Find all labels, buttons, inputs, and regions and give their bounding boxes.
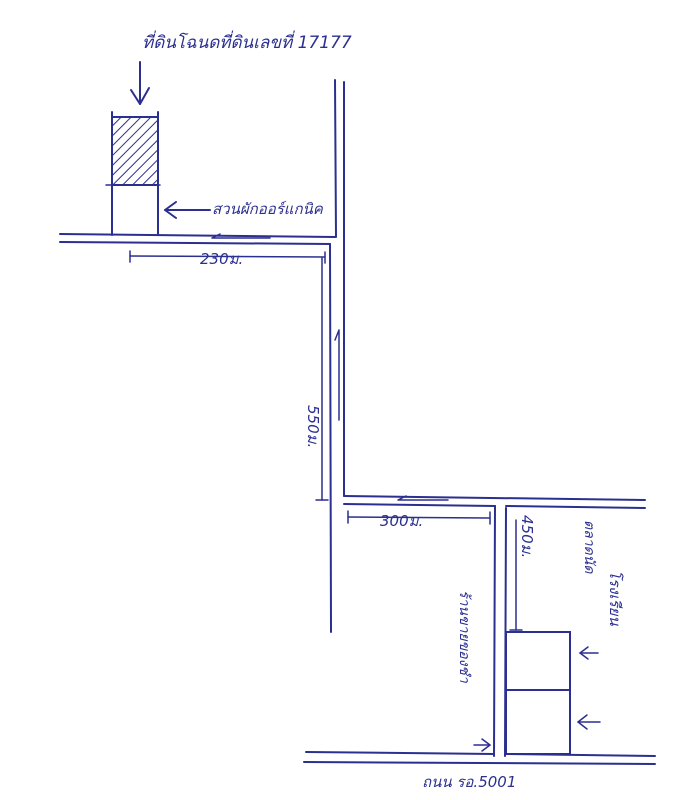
dimension-450-label: 450ม. xyxy=(518,515,536,558)
dimension-300-label: 300ม. xyxy=(380,512,423,530)
left-vertical-label: ร้านขายของชำ xyxy=(456,590,472,684)
road-top xyxy=(59,233,336,245)
road-bottom xyxy=(303,751,656,765)
right-arrow-icon xyxy=(473,738,491,752)
dimension-450 xyxy=(509,519,523,631)
building-block xyxy=(505,631,571,755)
left-arrow-icon xyxy=(164,201,211,219)
road-middle xyxy=(343,495,646,509)
left-arrow-icon-lower xyxy=(577,714,601,730)
road-lower-vertical xyxy=(493,505,507,757)
road-name-label: ถนน รอ.5001 xyxy=(422,773,516,791)
dimension-550-label: 550ม. xyxy=(304,405,322,448)
dimension-300 xyxy=(347,510,491,525)
road-vertical xyxy=(329,79,345,633)
dimension-230 xyxy=(129,250,326,264)
down-arrow-icon xyxy=(130,61,150,105)
dimension-550 xyxy=(315,257,329,501)
left-arrow-icon-upper xyxy=(579,646,599,660)
right-vertical-label-1: โรงเรียน xyxy=(606,570,624,626)
right-vertical-label-2: ตลาดนัด xyxy=(581,520,597,574)
parcel-title-label: ที่ดินโฉนดที่ดินเลขที่ 17177 xyxy=(142,30,352,53)
field-label: สวนผักออร์แกนิค xyxy=(212,200,324,218)
dimension-230-label: 230ม. xyxy=(200,250,243,268)
parcel-land-plot xyxy=(105,111,161,236)
